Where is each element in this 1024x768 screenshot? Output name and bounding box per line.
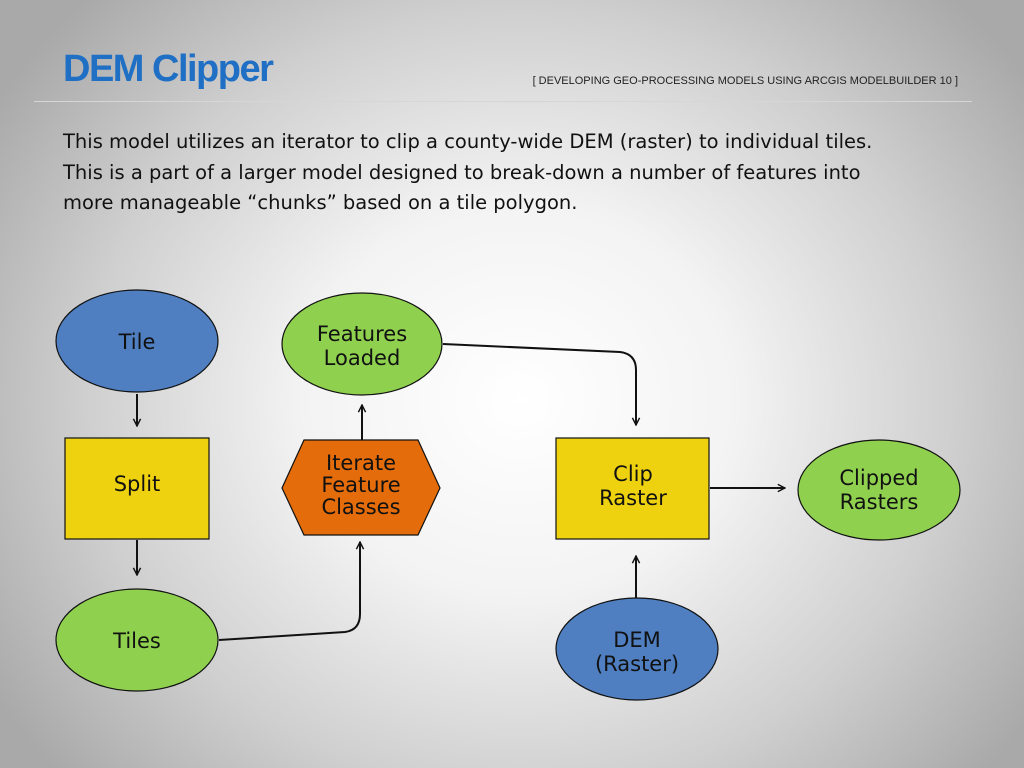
node-split: Split xyxy=(64,437,210,540)
node-label: Loaded xyxy=(324,346,401,370)
node-label: Features xyxy=(317,322,407,346)
output-ellipse xyxy=(55,588,219,692)
input-ellipse xyxy=(55,289,219,393)
node-clip-raster: Clip Raster xyxy=(555,437,710,540)
slide-title: DEM Clipper xyxy=(63,48,274,90)
node-dem-raster: DEM (Raster) xyxy=(555,597,719,701)
slide-subtitle: [ DEVELOPING GEO-PROCESSING MODELS USING… xyxy=(532,75,958,87)
node-label: Clip xyxy=(613,462,653,486)
intro-paragraph: This model utilizes an iterator to clip … xyxy=(63,127,963,219)
title-divider xyxy=(34,101,972,102)
node-label: Tile xyxy=(118,330,156,354)
node-label: (Raster) xyxy=(595,652,679,676)
node-clipped-rasters: Clipped Rasters xyxy=(797,439,961,541)
node-label: Rasters xyxy=(840,490,919,514)
output-ellipse xyxy=(281,292,443,396)
process-rect xyxy=(64,437,210,540)
node-label: DEM xyxy=(613,628,661,652)
edge-features-clip xyxy=(442,343,636,425)
node-label: Iterate xyxy=(326,451,396,475)
node-label: Raster xyxy=(599,486,667,510)
intro-line: This is a part of a larger model designe… xyxy=(63,160,861,184)
node-label: Split xyxy=(114,472,161,496)
node-label: Classes xyxy=(321,495,400,519)
process-rect xyxy=(555,437,710,540)
node-features-loaded: Features Loaded xyxy=(281,292,443,396)
node-label: Tiles xyxy=(112,629,161,653)
node-tiles: Tiles xyxy=(55,588,219,692)
intro-line: more manageable “chunks” based on a tile… xyxy=(63,191,578,214)
connectors xyxy=(137,343,785,641)
node-iterate-feature-classes: Iterate Feature Classes xyxy=(281,439,441,536)
node-label: Feature xyxy=(321,473,400,497)
node-tile: Tile xyxy=(55,289,219,393)
output-ellipse xyxy=(797,439,961,541)
node-label: Clipped xyxy=(839,466,918,490)
iterator-hexagon xyxy=(281,439,441,536)
input-ellipse xyxy=(555,597,719,701)
intro-line: This model utilizes an iterator to clip … xyxy=(63,130,873,153)
edge-tiles-iterate xyxy=(218,542,360,641)
